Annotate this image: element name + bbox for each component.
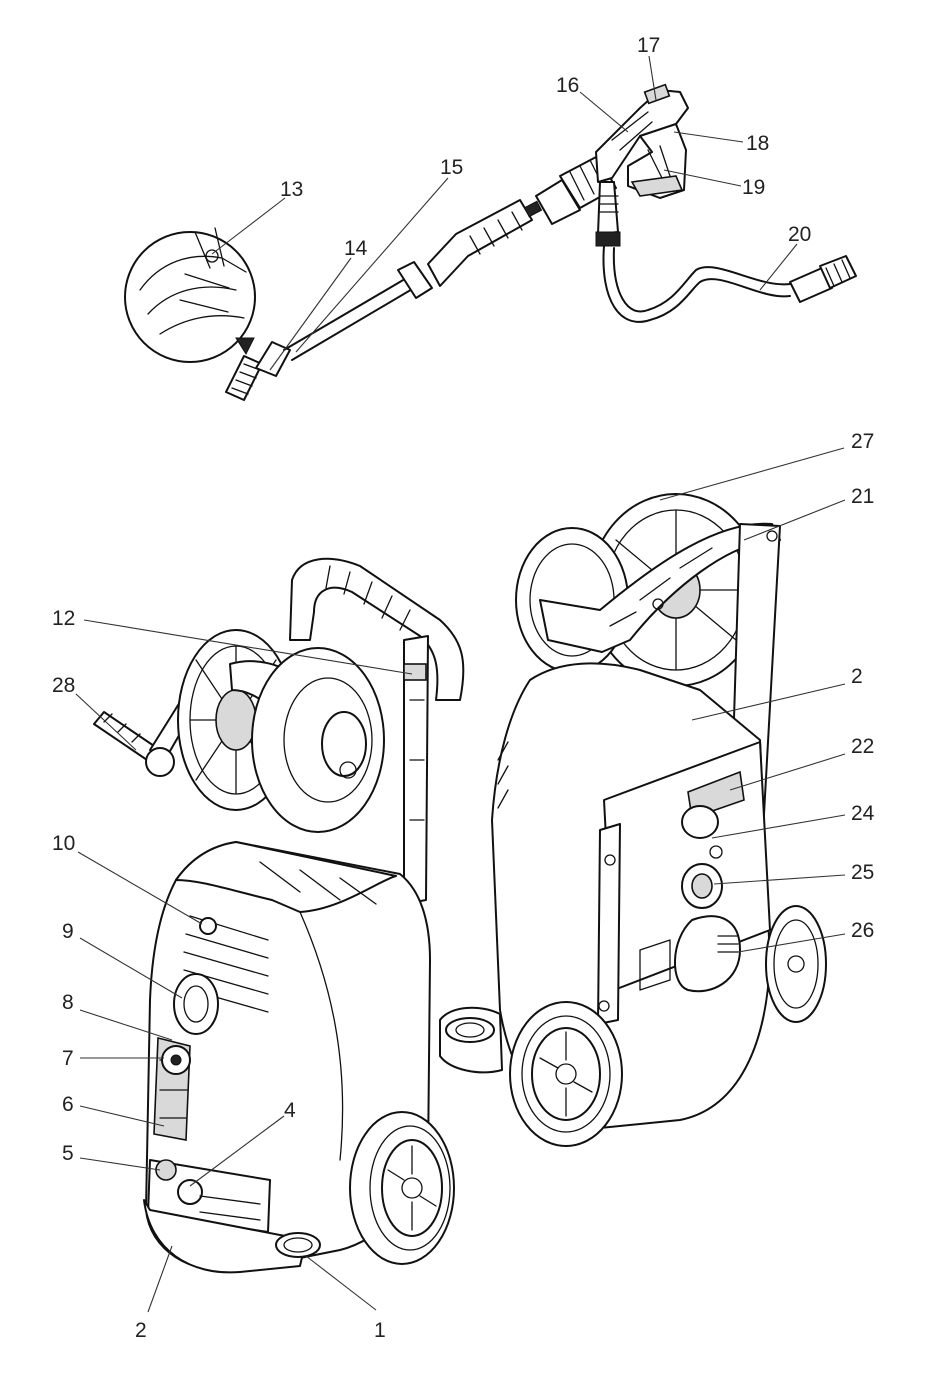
- hose-reel-front: [178, 630, 384, 832]
- high-pressure-hose: [603, 246, 856, 322]
- callout-12: 12: [52, 607, 75, 630]
- callout-24: 24: [851, 802, 875, 825]
- spray-gun: [596, 85, 688, 246]
- callout-19: 19: [742, 176, 765, 199]
- callout-15: 15: [440, 156, 463, 179]
- callout-26: 26: [851, 919, 874, 942]
- callout-28: 28: [52, 674, 75, 697]
- callout-27: 27: [851, 430, 874, 453]
- nozzle-detail-magnifier: [125, 228, 255, 362]
- callout-2-rear: 2: [851, 665, 863, 688]
- callout-2-front: 2: [135, 1319, 147, 1342]
- pressure-washer-rear-view: [440, 494, 826, 1146]
- callout-20: 20: [788, 223, 811, 246]
- callout-17: 17: [637, 34, 660, 57]
- callout-22: 22: [851, 735, 874, 758]
- callout-13: 13: [280, 178, 303, 201]
- callout-9: 9: [62, 920, 74, 943]
- callout-5: 5: [62, 1142, 74, 1165]
- callout-25: 25: [851, 861, 874, 884]
- callout-16: 16: [556, 74, 579, 97]
- callout-8: 8: [62, 991, 74, 1014]
- callout-6: 6: [62, 1093, 74, 1116]
- callout-14: 14: [344, 237, 368, 260]
- wheel-front-unit: [350, 1112, 454, 1264]
- callout-21: 21: [851, 485, 874, 508]
- callout-18: 18: [746, 132, 769, 155]
- callout-1: 1: [374, 1319, 386, 1342]
- pressure-washer-front-view: [94, 559, 463, 1273]
- callout-7: 7: [62, 1047, 74, 1070]
- callout-4: 4: [284, 1099, 296, 1122]
- callout-10: 10: [52, 832, 75, 855]
